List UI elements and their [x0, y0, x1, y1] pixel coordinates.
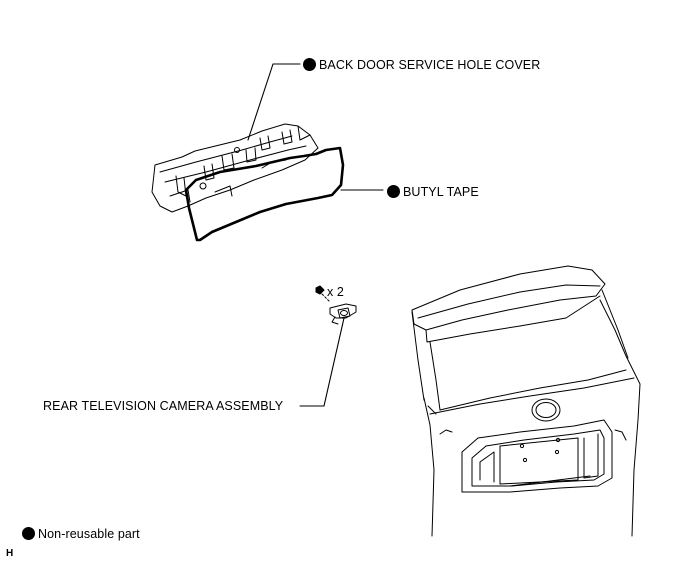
butyl-tape-callout: BUTYL TAPE — [387, 185, 479, 199]
legend: Non-reusable part — [22, 527, 140, 541]
cover-leader-line — [247, 63, 301, 141]
bolt-drawing — [315, 285, 331, 303]
cover-callout: BACK DOOR SERVICE HOLE COVER — [303, 58, 540, 72]
service-hole-cover-drawing — [151, 123, 319, 213]
camera-assembly-drawing — [329, 303, 357, 325]
bolt-quantity-label: x 2 — [327, 285, 344, 299]
butyl-tape-drawing — [184, 146, 345, 242]
non-reusable-dot-icon — [22, 527, 35, 540]
figure-code: H — [6, 548, 14, 559]
cover-callout-text: BACK DOOR SERVICE HOLE COVER — [319, 58, 541, 72]
butyl-tape-callout-text: BUTYL TAPE — [403, 185, 479, 199]
camera-leader-line — [299, 317, 345, 407]
legend-text: Non-reusable part — [38, 527, 140, 541]
non-reusable-dot-icon — [303, 58, 316, 71]
non-reusable-dot-icon — [387, 185, 400, 198]
camera-callout-text: REAR TELEVISION CAMERA ASSEMBLY — [43, 399, 284, 413]
back-door-drawing — [411, 265, 641, 537]
